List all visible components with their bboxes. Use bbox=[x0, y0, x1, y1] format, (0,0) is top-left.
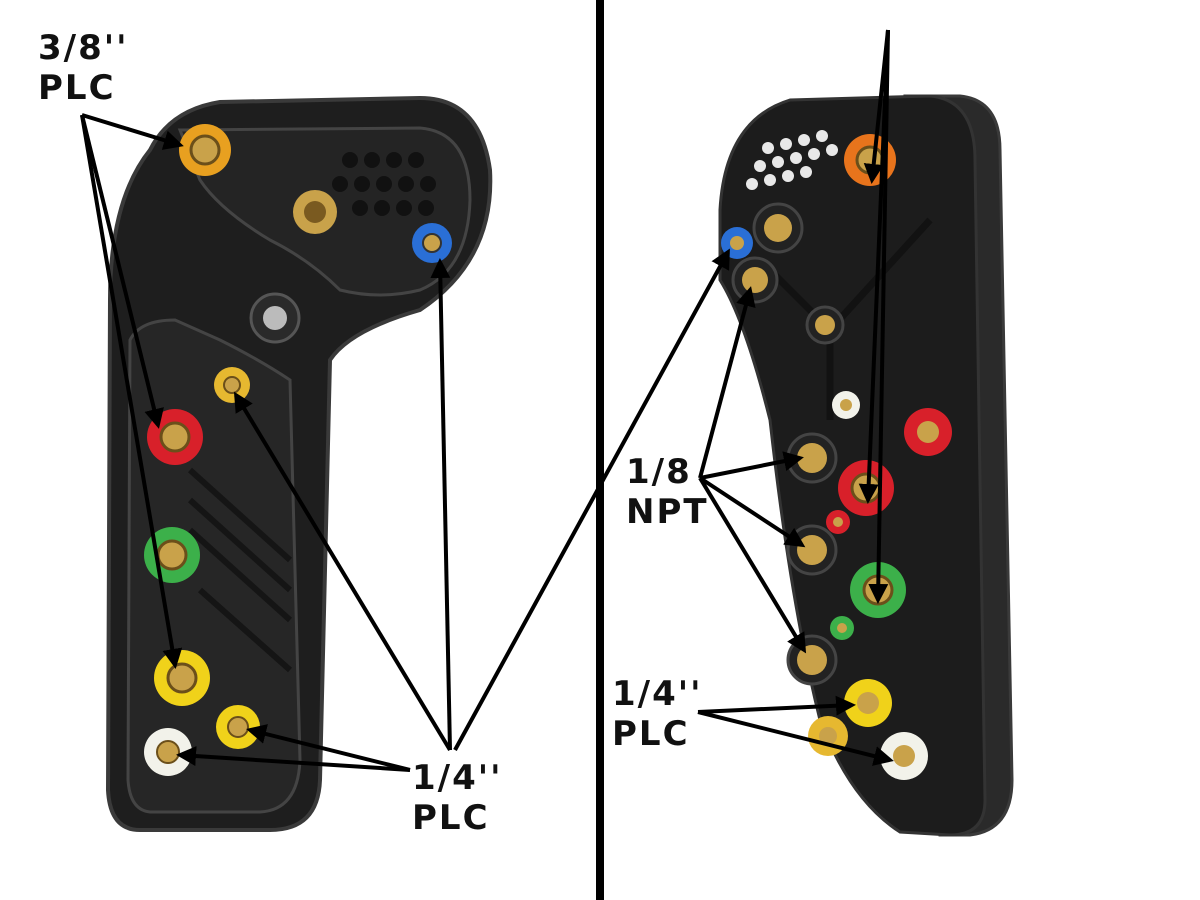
arrow-38-to-red bbox=[80, 114, 164, 429]
label-left-bottom: 1/4'' PLC bbox=[412, 758, 503, 838]
left-fitting-white bbox=[144, 728, 192, 776]
center-divider bbox=[596, 0, 604, 900]
right-fitting-brass-top bbox=[752, 202, 804, 254]
left-ribs bbox=[187, 467, 293, 673]
arrow-14r-to-white bbox=[697, 710, 894, 766]
left-manifold-panel bbox=[105, 95, 493, 832]
annotation-arrows bbox=[80, 29, 894, 772]
right-fitting-deep-orange bbox=[844, 134, 896, 186]
right-fitting-npt-1 bbox=[731, 256, 779, 304]
right-fitting-red-small bbox=[826, 510, 850, 534]
label-left-top-size: 3/8'' bbox=[38, 28, 129, 68]
arrow-18-to-npt-3 bbox=[698, 476, 806, 548]
label-right-mid-type: NPT bbox=[626, 492, 709, 532]
arrow-38-to-yellow bbox=[80, 114, 183, 669]
right-vent-holes bbox=[746, 130, 838, 190]
right-fitting-npt-4 bbox=[786, 634, 838, 686]
left-fitting-orange bbox=[179, 124, 231, 176]
right-fitting-red-right bbox=[904, 408, 952, 456]
left-fitting-yellow-large bbox=[154, 650, 210, 706]
arrow-18-to-npt-1 bbox=[698, 286, 756, 479]
right-fitting-npt-3 bbox=[786, 524, 838, 576]
left-fitting-yellow-small bbox=[214, 367, 250, 403]
label-right-bottom: 1/4'' PLC bbox=[612, 674, 703, 754]
arrow-18-to-npt-4 bbox=[698, 476, 807, 654]
label-right-mid-size: 1/8 bbox=[626, 452, 692, 492]
right-fitting-center bbox=[805, 305, 845, 345]
arrow-38-to-orange bbox=[81, 113, 184, 150]
label-right-bottom-type: PLC bbox=[612, 714, 690, 754]
label-right-bottom-size: 1/4'' bbox=[612, 674, 703, 714]
left-fitting-center-bolt bbox=[249, 292, 301, 344]
arrow-14-to-blue bbox=[430, 258, 452, 751]
right-fitting-green-small bbox=[830, 616, 854, 640]
label-left-bottom-type: PLC bbox=[412, 798, 490, 838]
arrow-14-to-yellow-right bbox=[246, 724, 411, 772]
arrow-14-to-yellow-small bbox=[233, 391, 452, 752]
arrow-14-to-right-blue bbox=[453, 248, 730, 751]
arrow-18-to-npt-2 bbox=[699, 451, 804, 480]
right-fitting-white-small bbox=[832, 391, 860, 419]
right-fitting-red-center bbox=[838, 460, 894, 516]
right-fitting-white bbox=[880, 732, 928, 780]
left-fitting-yellow-right bbox=[216, 705, 260, 749]
left-fitting-blue bbox=[412, 223, 452, 263]
arrow-top-to-green bbox=[868, 29, 890, 604]
label-right-mid: 1/8 NPT bbox=[626, 452, 709, 532]
arrow-14-to-white bbox=[176, 746, 411, 772]
arrow-14r-to-yellow bbox=[697, 695, 856, 716]
left-fitting-brass-top bbox=[293, 190, 337, 234]
label-left-top-type: PLC bbox=[38, 68, 116, 108]
label-left-top: 3/8'' PLC bbox=[38, 28, 129, 108]
label-left-bottom-size: 1/4'' bbox=[412, 758, 503, 798]
left-vent-holes bbox=[332, 152, 436, 216]
right-fitting-yellow bbox=[844, 679, 892, 727]
